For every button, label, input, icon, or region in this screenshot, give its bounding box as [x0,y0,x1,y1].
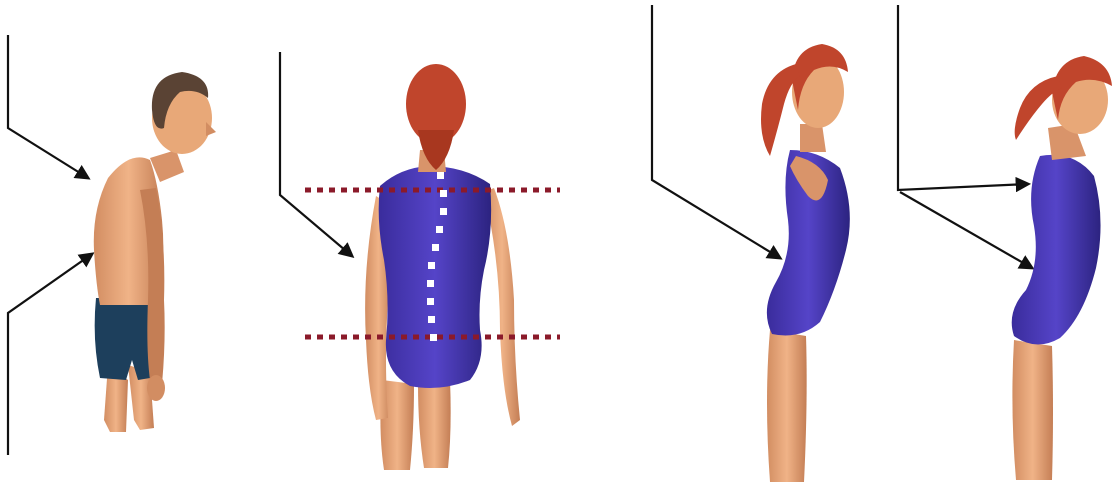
pointer-arrow-lumbar [652,5,780,258]
pointer-arrow-lower-spine [900,192,1032,268]
woman-side-figure-1 [761,44,850,482]
pointer-arrow-upper-spine [898,5,1028,190]
panel-woman-side-arched [652,5,850,482]
woman-side-figure-2 [1012,56,1112,480]
pointer-arrow-upper-back [8,35,88,178]
pointer-arrow-spine [280,52,352,256]
panel-woman-back [280,52,560,470]
panel-man-side [8,35,216,455]
man-figure [94,72,216,432]
pointer-arrow-lower-back [8,254,92,455]
panel-woman-side-rounded [898,5,1112,480]
woman-back-figure [365,64,520,470]
